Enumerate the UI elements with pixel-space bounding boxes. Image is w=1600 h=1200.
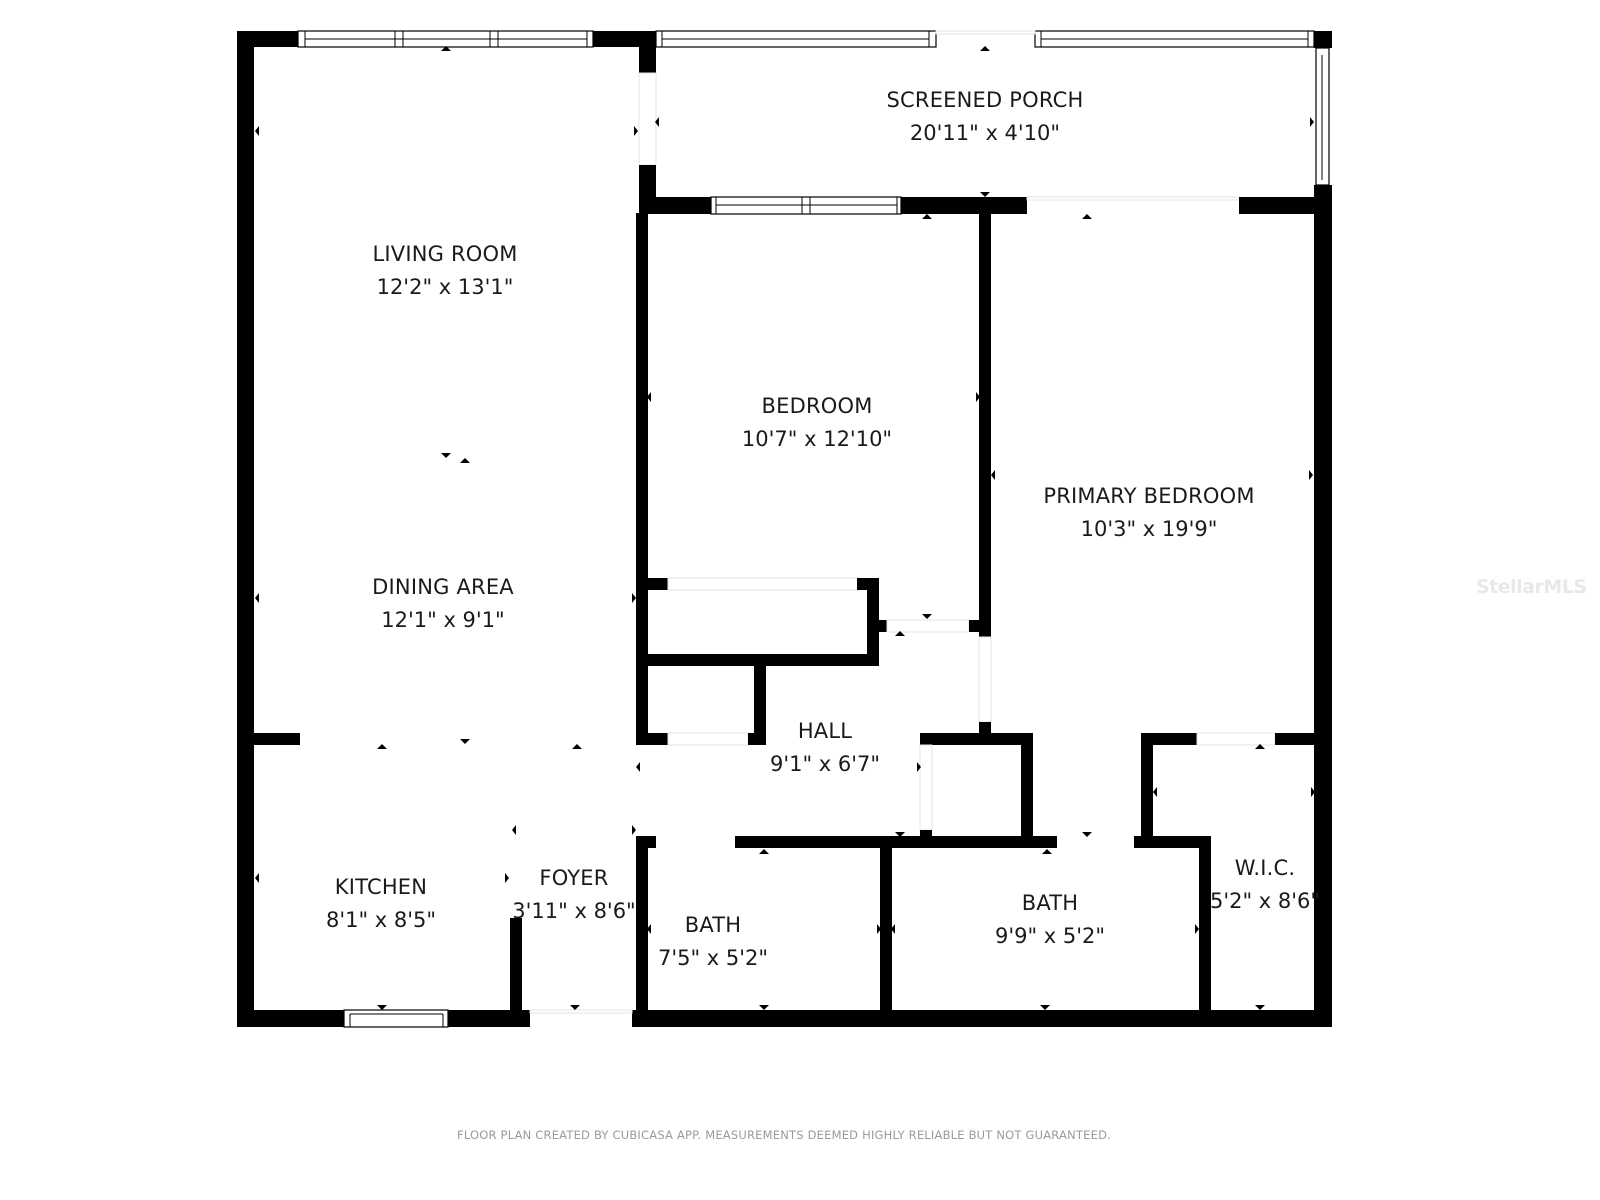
primary-walls	[735, 636, 1315, 1016]
room-name: FOYER	[539, 866, 609, 890]
porch-walls	[638, 30, 1332, 215]
room-name: W.I.C.	[1234, 856, 1296, 880]
lower-walls	[254, 733, 892, 1028]
room-dimensions: 9'1" x 6'7"	[769, 752, 881, 776]
room-label-kitchen: KITCHEN 8'1" x 8'5"	[326, 871, 436, 937]
room-label-screened-porch: SCREENED PORCH 20'11" x 4'10"	[887, 84, 1084, 150]
room-dimensions: 5'2" x 8'6"	[1209, 889, 1321, 913]
room-label-wic: W.I.C. 5'2" x 8'6"	[1210, 852, 1320, 918]
room-name: BATH	[1021, 891, 1079, 915]
room-name: BEDROOM	[761, 394, 873, 418]
room-dimensions: 12'2" x 13'1"	[376, 275, 514, 299]
room-name: BATH	[684, 913, 742, 937]
dimension-markers	[255, 46, 1315, 1010]
room-label-living-room: LIVING ROOM 12'2" x 13'1"	[372, 238, 517, 304]
room-dimensions: 12'1" x 9'1"	[381, 608, 505, 632]
living-room-windows	[297, 30, 594, 48]
outer-walls	[237, 31, 1332, 1027]
room-label-hall: HALL 9'1" x 6'7"	[770, 715, 880, 781]
room-label-foyer: FOYER 3'11" x 8'6"	[512, 862, 635, 928]
room-label-bedroom: BEDROOM 10'7" x 12'10"	[742, 390, 892, 456]
room-label-bath-2: BATH 9'9" x 5'2"	[995, 887, 1105, 953]
room-dimensions: 10'3" x 19'9"	[1080, 517, 1218, 541]
room-dimensions: 3'11" x 8'6"	[512, 899, 636, 923]
room-name: KITCHEN	[334, 875, 428, 899]
room-name: DINING AREA	[372, 575, 514, 599]
watermark: StellarMLS	[1476, 576, 1587, 598]
room-dimensions: 7'5" x 5'2"	[657, 946, 769, 970]
room-name: SCREENED PORCH	[886, 88, 1084, 112]
room-dimensions: 8'1" x 8'5"	[325, 908, 437, 932]
room-dimensions: 10'7" x 12'10"	[741, 427, 893, 451]
bedroom-walls	[636, 213, 991, 746]
room-label-bath-1: BATH 7'5" x 5'2"	[658, 909, 768, 975]
room-label-dining-area: DINING AREA 12'1" x 9'1"	[372, 571, 514, 637]
room-name: HALL	[797, 719, 853, 743]
room-name: LIVING ROOM	[372, 242, 518, 266]
room-name: PRIMARY BEDROOM	[1043, 484, 1255, 508]
room-dimensions: 9'9" x 5'2"	[994, 924, 1106, 948]
room-label-primary-bedroom: PRIMARY BEDROOM 10'3" x 19'9"	[1043, 480, 1254, 546]
footer-disclaimer: FLOOR PLAN CREATED BY CUBICASA APP. MEAS…	[457, 1128, 1111, 1142]
room-dimensions: 20'11" x 4'10"	[909, 121, 1061, 145]
